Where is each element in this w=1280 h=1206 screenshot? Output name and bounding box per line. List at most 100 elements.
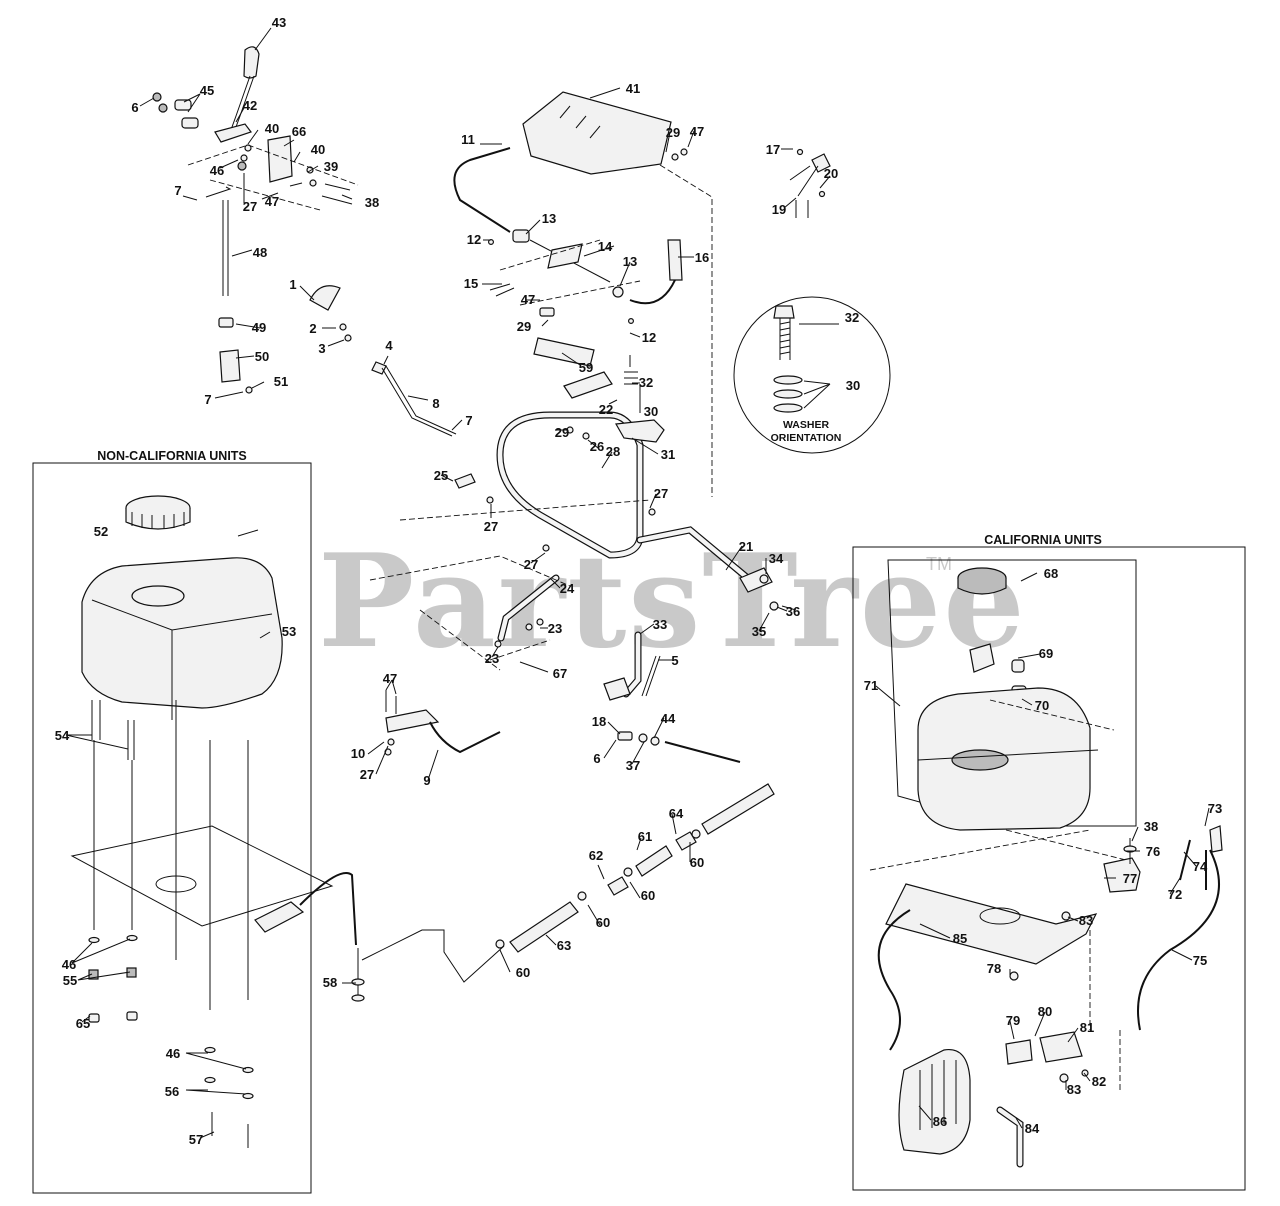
callout: 68 (1044, 566, 1058, 581)
throttle-cable (453, 147, 683, 367)
callout: 69 (1039, 646, 1053, 661)
callout: 56 (165, 1084, 179, 1099)
callout: 47 (521, 292, 535, 307)
callout: 52 (94, 524, 108, 539)
callout: 13 (542, 211, 556, 226)
non-california-box (32, 462, 312, 1194)
watermark-trademark: TM (926, 554, 952, 574)
callout: 71 (864, 678, 878, 693)
callout: 27 (484, 519, 498, 534)
control-panel-plate (522, 91, 713, 497)
callout: 48 (253, 245, 267, 260)
callout: 2 (309, 321, 316, 336)
detail-line-1: WASHER (783, 419, 830, 431)
callout: 7 (465, 413, 472, 428)
callout: 38 (365, 195, 379, 210)
callout: 76 (1146, 844, 1160, 859)
callout: 43 (272, 15, 286, 30)
callout: 32 (845, 310, 859, 325)
callout: 46 (62, 957, 76, 972)
callout: 27 (243, 199, 257, 214)
callout: 12 (467, 232, 481, 247)
callout: 42 (243, 98, 257, 113)
callout: 75 (1193, 953, 1207, 968)
throttle-control-lever (789, 148, 831, 218)
callout: 29 (666, 125, 680, 140)
callout: 34 (769, 551, 784, 566)
callout: 83 (1079, 913, 1093, 928)
callout: 28 (606, 444, 620, 459)
callout: 86 (933, 1114, 947, 1129)
callout: 6 (593, 751, 600, 766)
callout: 17 (766, 142, 780, 157)
callout: 12 (642, 330, 656, 345)
callout: 60 (641, 888, 655, 903)
callout: 6 (131, 100, 138, 115)
callout: 7 (204, 392, 211, 407)
callout: 4 (385, 338, 393, 353)
callout: 72 (1168, 887, 1182, 902)
shift-lever-assembly (152, 46, 359, 394)
callout: 27 (360, 767, 374, 782)
callout: 59 (579, 360, 593, 375)
california-box (852, 546, 1246, 1191)
california-title: CALIFORNIA UNITS (984, 533, 1102, 547)
callout: 40 (265, 121, 279, 136)
callout: 20 (824, 166, 838, 181)
callout: 30 (644, 404, 658, 419)
callout: 60 (690, 855, 704, 870)
callout: 9 (423, 773, 430, 788)
callout: 70 (1035, 698, 1049, 713)
callout: 37 (626, 758, 640, 773)
callout: 77 (1123, 871, 1137, 886)
callout: 27 (524, 557, 538, 572)
callout: 38 (1144, 819, 1158, 834)
callout: 45 (200, 83, 214, 98)
choke-cable-assembly (309, 285, 457, 437)
detail-line-2: ORIENTATION (771, 432, 842, 444)
callout: 30 (846, 378, 860, 393)
non-california-fuel-tank (70, 495, 334, 1148)
callout: 46 (166, 1046, 180, 1061)
callout: 66 (292, 124, 306, 139)
callout: 44 (661, 711, 676, 726)
callout: 85 (953, 931, 967, 946)
callout: 36 (786, 604, 800, 619)
callout: 21 (739, 539, 753, 554)
callout: 61 (638, 829, 652, 844)
callout: 19 (772, 202, 786, 217)
callout: 46 (210, 163, 224, 178)
callout: 47 (265, 194, 279, 209)
callout: 33 (653, 617, 667, 632)
callout: 35 (752, 624, 766, 639)
callout: 14 (598, 239, 613, 254)
watermark: PartsTree (318, 527, 1027, 677)
leader-lines (65, 27, 1210, 1139)
callout: 10 (351, 746, 365, 761)
callout: 58 (323, 975, 337, 990)
callout: 24 (560, 581, 575, 596)
callout: 79 (1006, 1013, 1020, 1028)
callout: 81 (1080, 1020, 1094, 1035)
callout: 22 (599, 402, 613, 417)
callout: 41 (626, 81, 640, 96)
callout: 53 (282, 624, 296, 639)
callout: 64 (669, 806, 684, 821)
callout: 80 (1038, 1004, 1052, 1019)
callout: 83 (1067, 1082, 1081, 1097)
callout: 39 (324, 159, 338, 174)
california-fuel-tank (869, 559, 1223, 1168)
callout: 84 (1025, 1121, 1040, 1136)
callout: 78 (987, 961, 1001, 976)
callout: 13 (623, 254, 637, 269)
callout: 60 (596, 915, 610, 930)
callout: 55 (63, 973, 77, 988)
callout: 51 (274, 374, 288, 389)
callout: 23 (548, 621, 562, 636)
callout: 49 (252, 320, 266, 335)
callout: 54 (55, 728, 70, 743)
callout: 73 (1208, 801, 1222, 816)
callout: 18 (592, 714, 606, 729)
callout: 15 (464, 276, 478, 291)
